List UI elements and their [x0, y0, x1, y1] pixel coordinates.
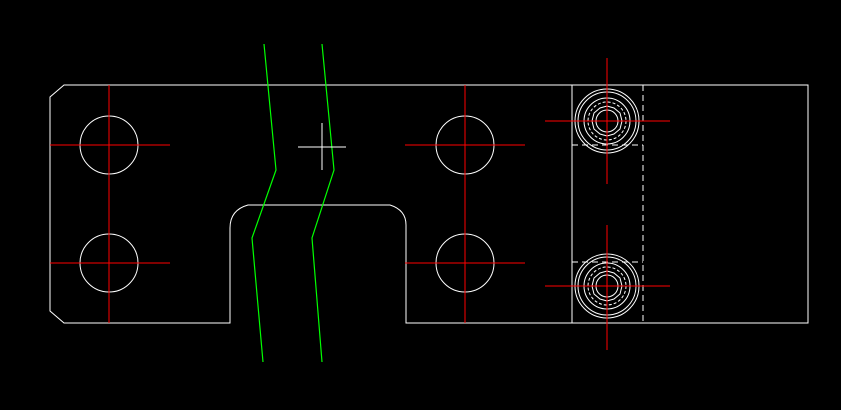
centerlines	[50, 58, 670, 350]
break-lines	[251, 43, 335, 363]
break-line-left	[251, 43, 277, 363]
part-outline	[49, 84, 809, 324]
break-line-right	[311, 43, 335, 363]
cursor-crosshair[interactable]	[298, 123, 346, 170]
plate-outline	[49, 84, 809, 324]
